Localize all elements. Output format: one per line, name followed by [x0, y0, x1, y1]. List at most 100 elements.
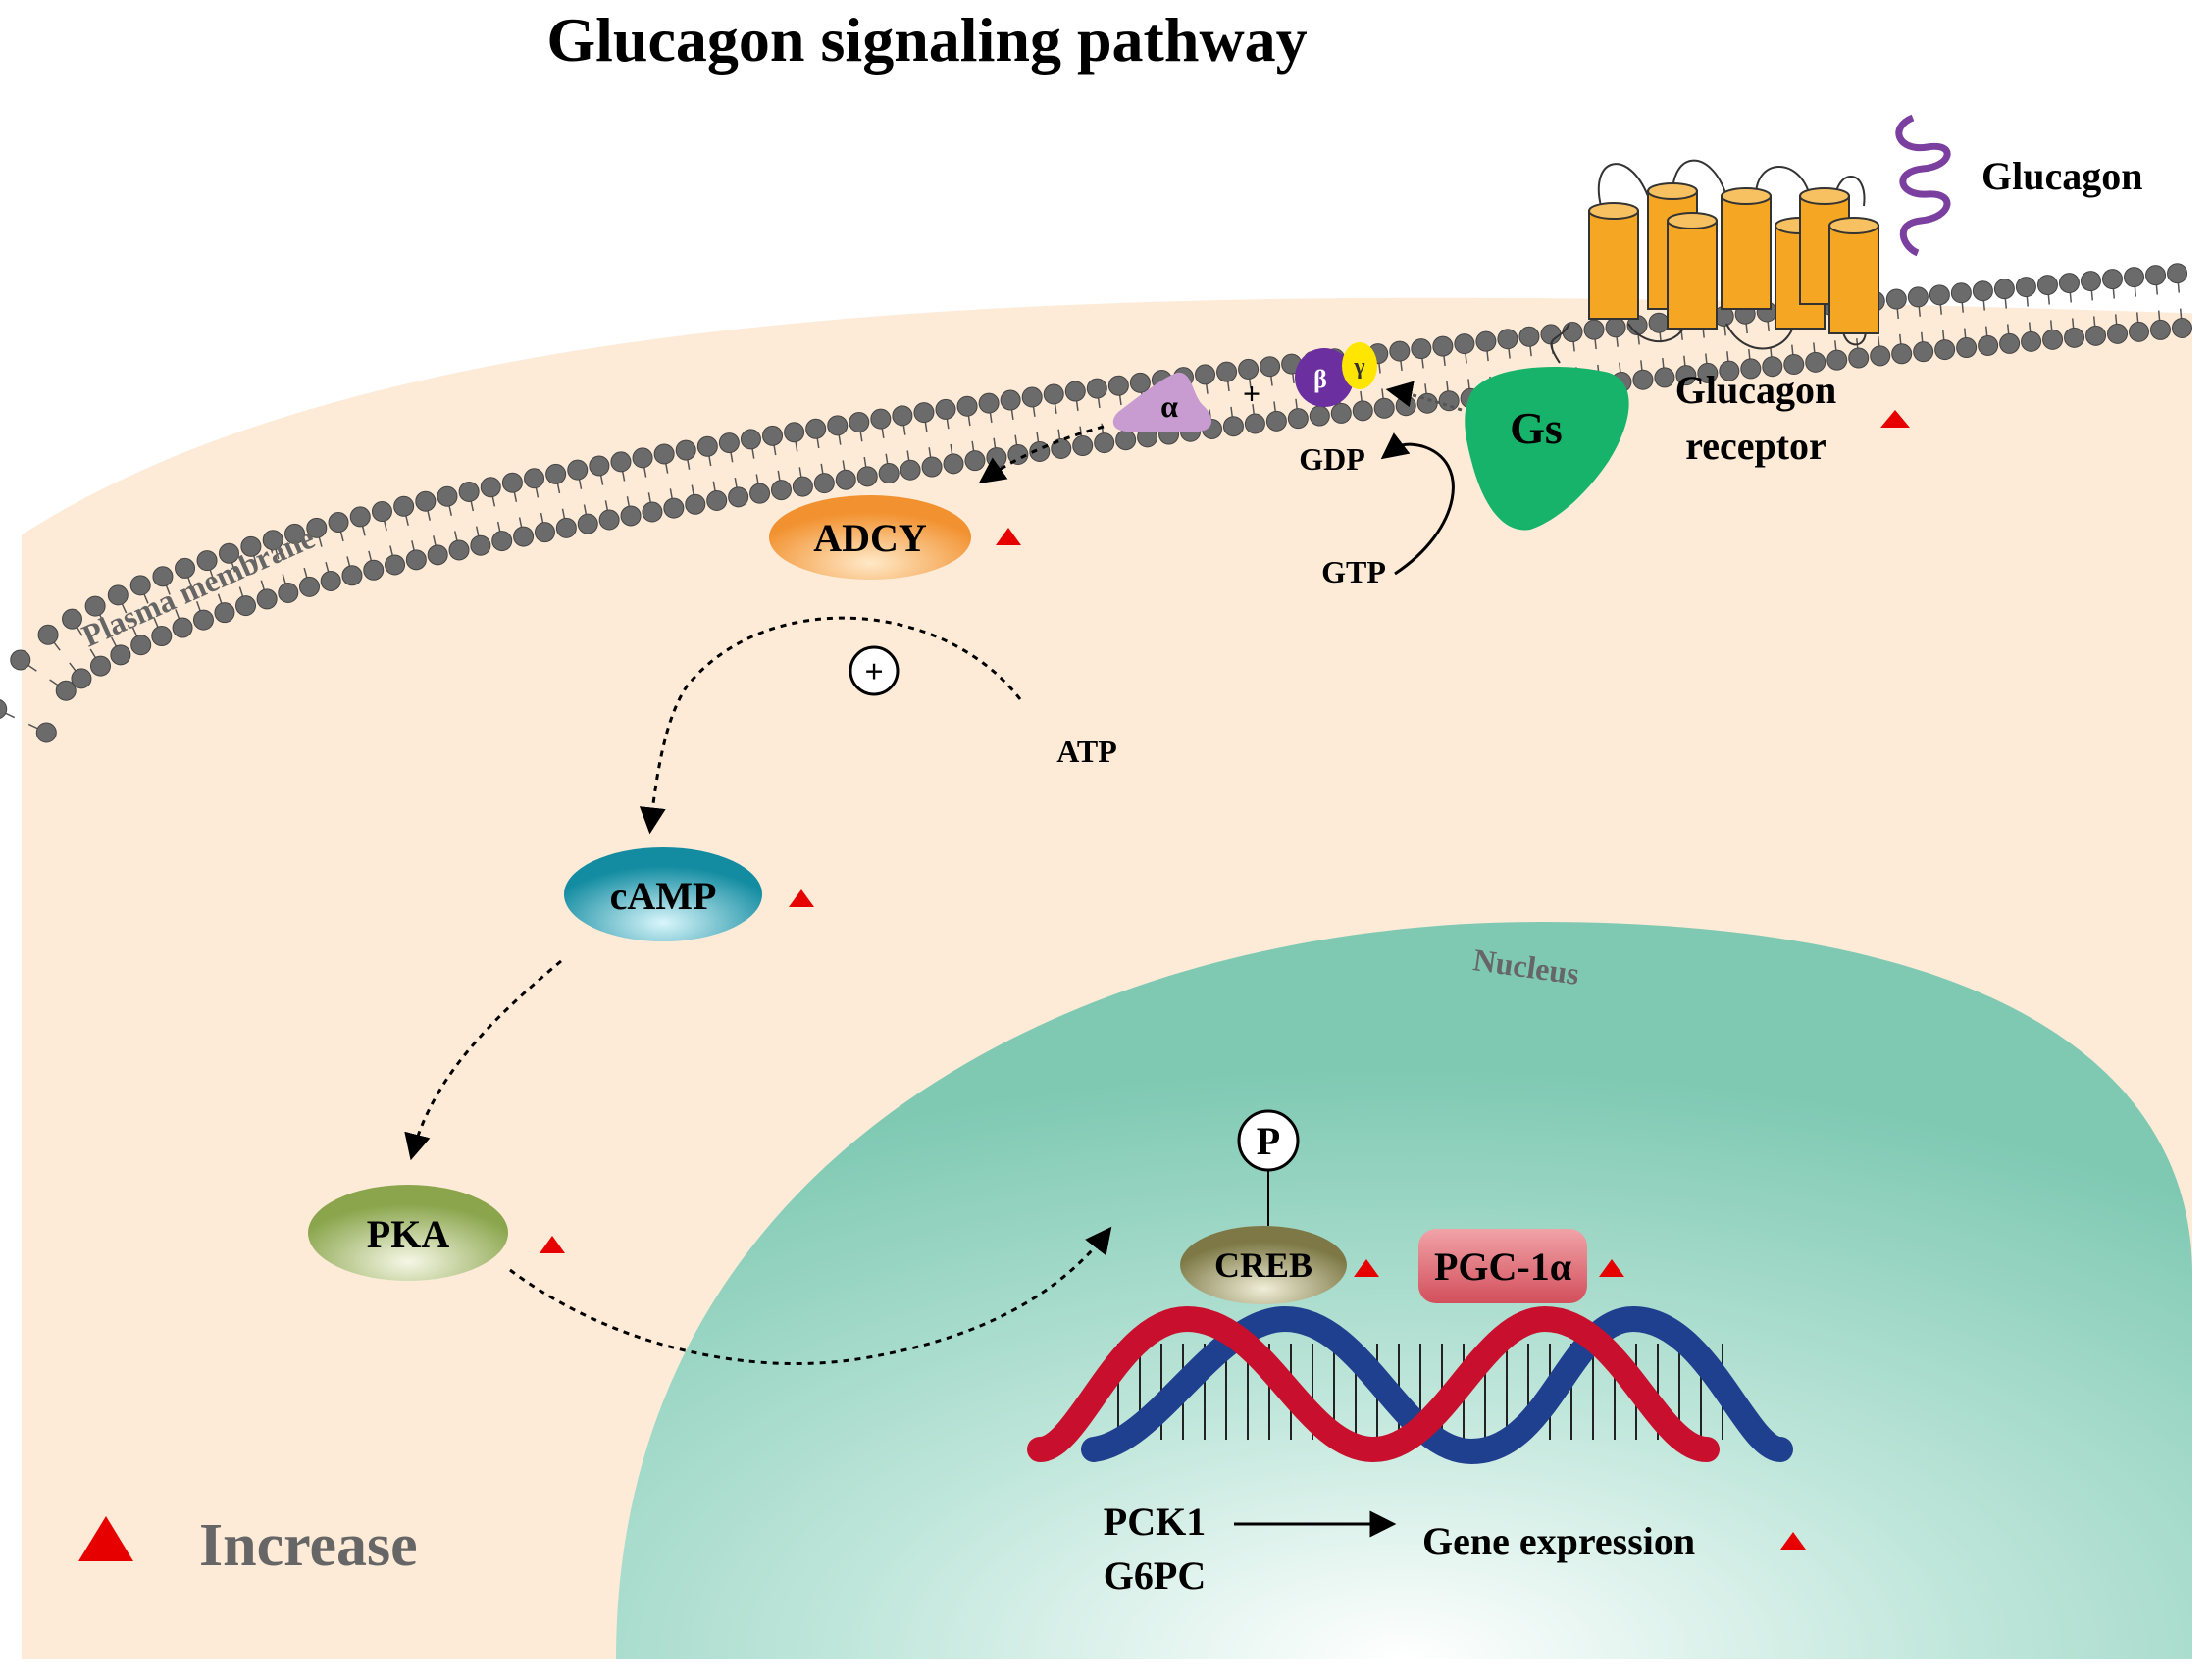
- lipid-head: [35, 722, 57, 743]
- lipid-head: [298, 576, 320, 597]
- gene-expression-label: Gene expression: [1422, 1519, 1695, 1563]
- camp-increase-icon: [789, 889, 814, 907]
- glucagon-helix-icon: [1895, 114, 1951, 257]
- lipid-head: [175, 557, 196, 579]
- lipid-head: [1000, 389, 1021, 411]
- lipid-head: [2145, 265, 2167, 286]
- lipid-head: [1244, 413, 1265, 434]
- g-gamma-subunit: [1342, 342, 1377, 389]
- gdp-label: GDP: [1299, 441, 1365, 477]
- glucagon-label: Glucagon: [1981, 154, 2142, 198]
- lipid-head: [663, 497, 685, 519]
- pka-node: [308, 1185, 508, 1281]
- lipid-head: [784, 422, 805, 443]
- lipid-head: [480, 477, 501, 498]
- lipid-head: [1051, 437, 1072, 459]
- lipid-head: [262, 530, 283, 551]
- lipid-head: [513, 526, 535, 547]
- lipid-head: [1719, 360, 1740, 381]
- lipid-head: [718, 432, 740, 454]
- lipid-head: [349, 506, 371, 528]
- lipid-head: [172, 617, 193, 638]
- lipid-head: [1238, 358, 1260, 380]
- lipid-head: [1260, 356, 1281, 378]
- lipid-head: [685, 493, 706, 515]
- lipid-head: [214, 602, 235, 624]
- lipid-head: [501, 472, 523, 493]
- glucagon-receptor-increase-icon: [1880, 410, 1910, 428]
- lipid-head: [598, 509, 620, 531]
- lipid-head: [1129, 372, 1151, 393]
- glucagon-receptor: [1550, 159, 1879, 364]
- lipid-head: [491, 531, 513, 552]
- lipid-head: [1870, 345, 1891, 367]
- pgc1a-node: [1418, 1229, 1587, 1303]
- lipid-head: [524, 468, 545, 489]
- receptor-loops: [1550, 159, 1867, 364]
- dna-double-helix: [1027, 1305, 1793, 1465]
- atp-label: ATP: [1056, 734, 1117, 769]
- lipid-head: [943, 453, 964, 475]
- lipid-head: [935, 398, 956, 420]
- lipid-head: [218, 542, 239, 564]
- lipid-head: [71, 668, 92, 689]
- lipid-head: [2080, 271, 2101, 292]
- lipid-head: [192, 609, 214, 631]
- pka-increase-icon: [540, 1236, 565, 1253]
- lipid-head: [1287, 408, 1309, 430]
- lipid-head: [458, 481, 480, 502]
- page-title: Glucagon signaling pathway: [546, 5, 1307, 75]
- lipid-head: [1330, 402, 1352, 424]
- lipid-head: [37, 624, 59, 645]
- gtp-to-gdp-arrow: [1380, 432, 1455, 576]
- lipid-head: [415, 490, 437, 512]
- lipid-head: [2085, 325, 2107, 346]
- lipid-head: [1762, 356, 1783, 378]
- lipid-head: [256, 588, 278, 610]
- gene-expression-increase-icon: [1780, 1532, 1806, 1550]
- plasma-membrane: [0, 263, 2192, 743]
- lipid-head: [675, 439, 696, 461]
- phosphate-label: P: [1257, 1119, 1280, 1163]
- lipid-head: [1950, 282, 1972, 304]
- lipid-head: [1064, 381, 1086, 402]
- g6pc-label: G6PC: [1104, 1553, 1206, 1598]
- lipid-head: [610, 451, 632, 473]
- lipid-head: [1654, 367, 1675, 388]
- lipid-head: [470, 534, 491, 556]
- lipid-head: [2021, 330, 2042, 352]
- lipid-head: [878, 463, 900, 484]
- lipid-head: [706, 490, 728, 512]
- lipid-head: [1475, 330, 1497, 352]
- lipid-head: [151, 626, 173, 647]
- legend-increase-label: Increase: [199, 1512, 418, 1579]
- lipid-head: [427, 544, 448, 566]
- lipid-head: [1885, 288, 1907, 310]
- lipid-head: [849, 411, 870, 432]
- adcy-increase-icon: [996, 528, 1021, 545]
- gs-label: Gs: [1510, 403, 1563, 453]
- lipid-head: [1907, 286, 1929, 308]
- pck1-label: PCK1: [1104, 1499, 1206, 1544]
- lipid-head: [1972, 280, 1993, 302]
- lipid-head: [341, 565, 363, 586]
- lipid-head: [956, 395, 978, 417]
- lipid-head: [1309, 405, 1330, 427]
- lipid-head: [2042, 329, 2064, 350]
- lipid-head: [900, 459, 921, 481]
- lipid-head: [278, 583, 299, 604]
- lipid-head: [870, 408, 892, 430]
- lipid-head: [1395, 395, 1416, 417]
- lipid-head: [620, 505, 642, 527]
- lipid-head: [1891, 343, 1913, 365]
- lipid-head: [534, 522, 555, 543]
- lipid-head: [371, 501, 392, 523]
- beta-label: β: [1313, 365, 1327, 393]
- lipid-head: [284, 523, 306, 544]
- camp-node: [564, 847, 762, 941]
- lipid-head: [632, 447, 653, 469]
- pgc1a-label: PGC-1α: [1434, 1245, 1571, 1289]
- lipid-head: [813, 473, 835, 494]
- lipid-head: [1438, 390, 1460, 412]
- lipid-head: [986, 447, 1007, 469]
